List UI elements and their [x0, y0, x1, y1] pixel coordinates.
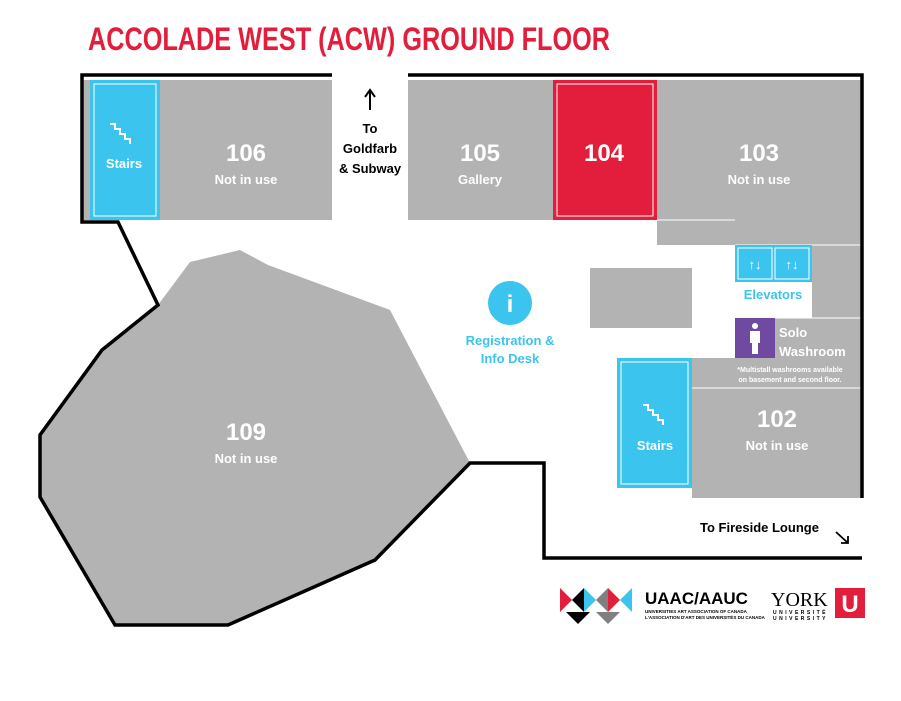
svg-text:105: 105: [460, 140, 500, 167]
uaac-logo: UAAC/AAUC UNIVERSITIES ART ASSOCIATION O…: [560, 588, 766, 624]
elevators: [735, 245, 812, 282]
svg-text:Info Desk: Info Desk: [481, 351, 540, 366]
svg-text:Elevators: Elevators: [744, 287, 803, 302]
svg-text:Washroom: Washroom: [779, 344, 846, 359]
exit-goldfarb[interactable]: To Goldfarb & Subway: [339, 121, 402, 176]
stairs-west: [90, 80, 160, 220]
map-title: ACCOLADE WEST (ACW) GROUND FLOOR: [88, 21, 610, 57]
island-block: [590, 268, 692, 328]
svg-text:UNIVERSITÉ: UNIVERSITÉ: [773, 608, 828, 616]
svg-text:Not in use: Not in use: [746, 438, 809, 453]
svg-text:Not in use: Not in use: [215, 172, 278, 187]
svg-text:Stairs: Stairs: [637, 438, 673, 453]
room-105[interactable]: [408, 80, 553, 220]
svg-text:Registration &: Registration &: [466, 333, 555, 348]
svg-text:Solo: Solo: [779, 325, 807, 340]
svg-text:Stairs: Stairs: [106, 156, 142, 171]
svg-text:U: U: [841, 591, 858, 618]
svg-text:on basement and second floor.: on basement and second floor.: [738, 377, 841, 384]
svg-text:104: 104: [584, 140, 625, 167]
exit-fireside[interactable]: To Fireside Lounge: [700, 520, 819, 535]
svg-text:UNIVERSITY: UNIVERSITY: [773, 616, 828, 622]
svg-text:L'ASSOCIATION D'ART DES UNIVER: L'ASSOCIATION D'ART DES UNIVERSITÉS DU C…: [645, 613, 766, 620]
stairs-icon: [643, 404, 664, 425]
svg-text:102: 102: [757, 406, 797, 433]
svg-text:Gallery: Gallery: [458, 172, 503, 187]
svg-text:& Subway: & Subway: [339, 161, 402, 176]
info-icon: [488, 281, 532, 325]
arrow-down-right-icon: [835, 531, 849, 544]
svg-text:↑↓: ↑↓: [749, 257, 762, 272]
stairs-icon: [110, 123, 131, 144]
person-icon: [750, 323, 760, 354]
arrow-up-icon: [364, 88, 376, 110]
svg-text:Not in use: Not in use: [728, 172, 791, 187]
svg-text:*Multistall washrooms availabl: *Multistall washrooms available: [737, 367, 843, 374]
svg-text:109: 109: [226, 419, 266, 446]
svg-text:i: i: [507, 291, 514, 318]
svg-text:YORK: YORK: [771, 589, 828, 611]
svg-text:Not in use: Not in use: [215, 451, 278, 466]
york-logo: YORK UNIVERSITÉ UNIVERSITY U: [771, 588, 865, 622]
stairs-east: [617, 358, 692, 488]
wall-outline: [38, 73, 862, 627]
svg-text:103: 103: [739, 140, 779, 167]
svg-text:Goldfarb: Goldfarb: [343, 141, 397, 156]
room-109[interactable]: [40, 250, 470, 625]
svg-text:UNIVERSITIES ART ASSOCIATION O: UNIVERSITIES ART ASSOCIATION OF CANADA: [645, 609, 748, 614]
svg-text:↑↓: ↑↓: [786, 257, 799, 272]
svg-text:106: 106: [226, 140, 266, 167]
svg-text:UAAC/AAUC: UAAC/AAUC: [645, 589, 748, 608]
room-104[interactable]: [553, 80, 657, 220]
svg-text:To: To: [363, 121, 378, 136]
